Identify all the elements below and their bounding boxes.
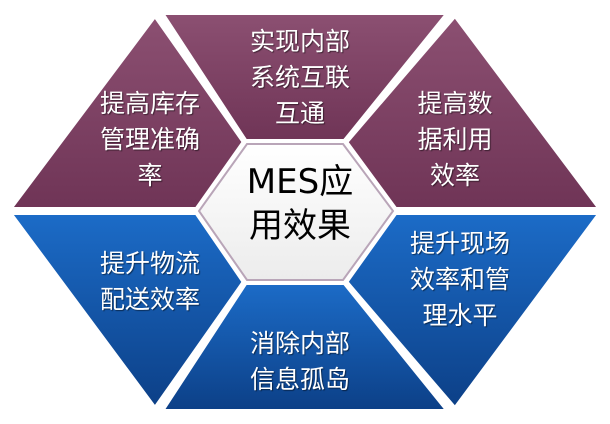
label-line: 管理准确	[99, 125, 200, 154]
segment-bottom	[157, 279, 453, 415]
label-lower-left: 提升物流 配送效率	[70, 246, 230, 318]
label-line: 率	[137, 161, 163, 190]
label-line: 配送效率	[99, 285, 200, 314]
center-title: MES应 用效果	[200, 160, 400, 248]
label-line: 提高库存	[99, 89, 200, 118]
center-line: 用效果	[249, 206, 351, 246]
label-line: 实现内部	[249, 27, 350, 56]
label-top: 实现内部 系统互联 互通	[200, 24, 400, 132]
label-line: 提升现场	[409, 229, 510, 258]
label-line: 提高数	[417, 89, 493, 118]
center-line: MES应	[246, 162, 354, 202]
label-line: 提升物流	[99, 249, 200, 278]
label-line: 效率	[429, 161, 480, 190]
label-line: 据利用	[417, 125, 493, 154]
label-line: 系统互联	[249, 63, 350, 92]
label-line: 效率和管	[409, 265, 510, 294]
label-line: 理水平	[422, 301, 498, 330]
label-line: 信息孤岛	[249, 365, 350, 394]
label-line: 互通	[274, 99, 325, 128]
label-upper-left: 提高库存 管理准确 率	[70, 86, 230, 194]
label-line: 消除内部	[249, 329, 350, 358]
center-hexagon	[197, 143, 395, 281]
label-lower-right: 提升现场 效率和管 理水平	[380, 226, 540, 334]
label-bottom: 消除内部 信息孤岛	[200, 326, 400, 398]
label-upper-right: 提高数 据利用 效率	[380, 86, 530, 194]
